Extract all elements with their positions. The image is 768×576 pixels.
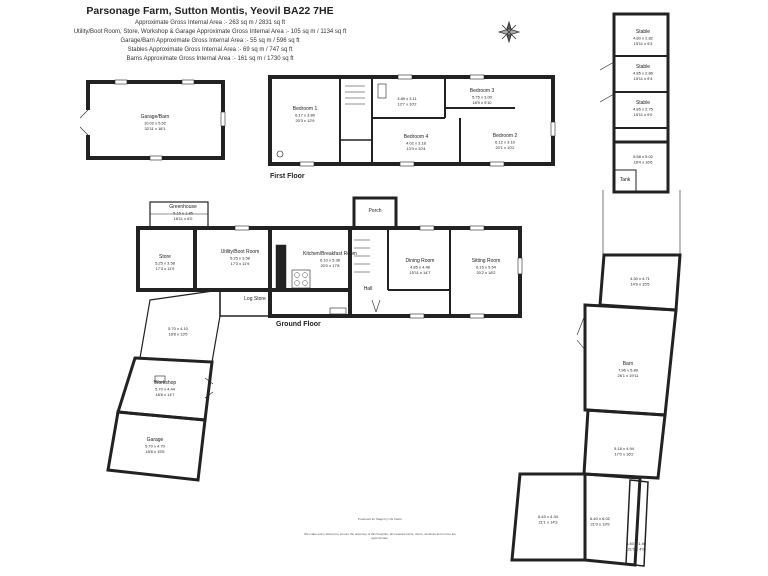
room-label-barn-bl-imp: 21'1 x 14'3 [538, 520, 558, 525]
room-label-porch-name: Porch [368, 208, 381, 214]
room-label-garage-dim: 5.70 x 4.70 [145, 444, 166, 449]
room-label-utility-name: Utility/Boot Room [221, 249, 260, 255]
room-label-barn-side-dim: 6.40 x 1.46 [626, 541, 647, 546]
room-label-utility-imp: 17'3 x 11'9 [231, 261, 251, 266]
ground-floor-walls [136, 196, 523, 319]
area-line-stables: Stables Approximate Gross Internal Area … [127, 47, 293, 53]
room-label-bedroom2-name: Bedroom 2 [493, 133, 518, 139]
footer-credit: Produced for Stags by Ubi Vision [358, 517, 402, 521]
room-label-barn-small-imp: 14'9 x 15'5 [630, 282, 650, 287]
area-line-outbuildings: Utility/Boot Room, Store, Workshop & Gar… [73, 29, 347, 35]
room-label-stable3-dim: 4.85 x 2.75 [633, 107, 654, 112]
room-label-workshop-imp: 18'8 x 14'7 [155, 392, 175, 397]
room-label-garage-barn-dim: 10.02 x 5.52 [144, 121, 167, 126]
room-label-bedroom3-dim: 5.75 x 3.00 [472, 95, 493, 100]
room-label-barn-dim: 7.96 x 5.89 [618, 368, 639, 373]
compass-icon [497, 20, 521, 44]
room-label-yard-room-imp: 18'8 x 13'5 [168, 332, 188, 337]
room-label-store-dim: 5.25 x 3.58 [155, 261, 176, 266]
room-label-stable1-name: Stable [636, 29, 650, 35]
room-label-greenhouse-dim: 5.15 x 1.85 [173, 211, 194, 216]
room-label-stable-store-imp: 18'4 x 16'6 [633, 160, 653, 165]
room-label-barn-bl-dim: 6.43 x 4.34 [538, 514, 559, 519]
room-label-dining-dim: 4.85 x 4.48 [410, 265, 431, 270]
room-label-store-name: Store [159, 254, 171, 260]
room-label-stable2-imp: 15'11 x 9'4 [634, 76, 654, 81]
room-label-bedroom2-dim: 6.12 x 3.10 [495, 140, 516, 145]
room-label-barn-br-imp: 21'0 x 19'9 [590, 522, 610, 527]
room-label-store-imp: 17'3 x 11'9 [156, 266, 176, 271]
area-line-barns: Barns Approximate Gross Internal Area :-… [126, 56, 294, 62]
room-label-bedroom1-imp: 20'3 x 12'9 [295, 118, 315, 123]
room-label-bedroom3-name: Bedroom 3 [470, 88, 495, 94]
room-label-bedroom1-dim: 6.17 x 3.89 [295, 113, 316, 118]
area-line-total: Approximate Gross Internal Area :- 263 s… [134, 20, 286, 26]
garage-barn-walls [79, 79, 226, 161]
page-title: Parsonage Farm, Sutton Montis, Yeovil BA… [86, 5, 334, 17]
room-label-greenhouse-imp: 16'11 x 6'0 [174, 216, 194, 221]
room-label-greenhouse-name: Greenhouse [169, 204, 197, 210]
room-label-stable3-name: Stable [636, 100, 650, 106]
room-label-sitting-name: Sitting Room [472, 258, 501, 264]
room-label-garage-imp: 18'8 x 15'5 [145, 449, 165, 454]
room-label-sitting-dim: 6.15 x 5.54 [476, 265, 497, 270]
room-label-logstore-name: Log Store [244, 296, 266, 302]
room-label-stable2-name: Stable [636, 64, 650, 70]
room-label-barn-br-dim: 6.40 x 6.02 [590, 516, 611, 521]
room-label-sitting-imp: 20'2 x 18'2 [476, 270, 496, 275]
room-label-bedroom3-imp: 18'9 x 9'10 [472, 100, 492, 105]
room-label-garage-barn-name: Garage/Barn [141, 114, 170, 120]
room-label-bedroom4-imp: 13'3 x 10'4 [406, 146, 426, 151]
room-label-bedroom2-imp: 20'1 x 10'2 [495, 145, 515, 150]
room-label-kitchen-imp: 20'0 x 17'8 [320, 263, 340, 268]
room-label-barn-lower-imp: 17'0 x 16'2 [614, 452, 634, 457]
room-label-stable3-imp: 15'11 x 9'0 [634, 112, 654, 117]
first-floor-walls [268, 74, 556, 167]
room-label-bedroom-mid-imp: 12'7 x 10'2 [397, 102, 417, 107]
room-label-utility-dim: 5.25 x 3.58 [230, 256, 251, 261]
stable-walls [599, 12, 681, 255]
outbuilding-walls [106, 289, 221, 482]
room-label-stable1-imp: 15'11 x 9'3 [634, 41, 654, 46]
room-label-barn-name: Barn [623, 361, 634, 367]
ground-floor-label: Ground Floor [276, 321, 321, 328]
room-label-stable2-dim: 4.85 x 2.86 [633, 71, 654, 76]
room-label-barn-lower-dim: 5.18 x 4.94 [614, 446, 635, 451]
room-label-workshop-dim: 5.70 x 4.44 [155, 387, 176, 392]
room-label-stable1-dim: 4.80 x 2.82 [633, 36, 654, 41]
room-label-barn-side-imp: 21'0 x 4'9 [628, 547, 646, 552]
room-label-workshop-name: Workshop [154, 380, 177, 386]
room-label-kitchen-dim: 6.10 x 5.38 [320, 258, 341, 263]
room-label-bedroom-mid-dim: 3.89 x 3.11 [397, 96, 417, 101]
room-label-stable-store-dim: 5.58 x 5.02 [633, 154, 654, 159]
room-label-dining-imp: 15'11 x 14'7 [409, 270, 431, 275]
room-label-bedroom1-name: Bedroom 1 [293, 106, 318, 112]
footer-disclaimer: We make every attempt to ensure the accu… [304, 532, 456, 540]
room-label-kitchen-name: Kitchen/Breakfast Room [303, 251, 357, 257]
room-label-yard-room-dim: 5.70 x 4.10 [168, 326, 189, 331]
barn-walls [510, 253, 682, 567]
room-label-bedroom4-name: Bedroom 4 [404, 134, 429, 140]
room-label-barn-imp: 26'1 x 19'11 [617, 373, 639, 378]
room-label-tank-name: Tank [620, 177, 631, 183]
area-line-garage-barn: Garage/Barn Approximate Gross Internal A… [120, 38, 300, 44]
room-label-barn-small-dim: 4.30 x 4.71 [630, 276, 651, 281]
room-label-dining-name: Dining Room [406, 258, 435, 264]
room-label-hall-name: Hall [364, 286, 373, 292]
room-label-garage-barn-imp: 32'11 x 18'1 [144, 126, 166, 131]
room-label-bedroom4-dim: 4.02 x 3.18 [406, 141, 427, 146]
first-floor-label: First Floor [270, 173, 305, 180]
room-label-garage-name: Garage [147, 437, 164, 443]
